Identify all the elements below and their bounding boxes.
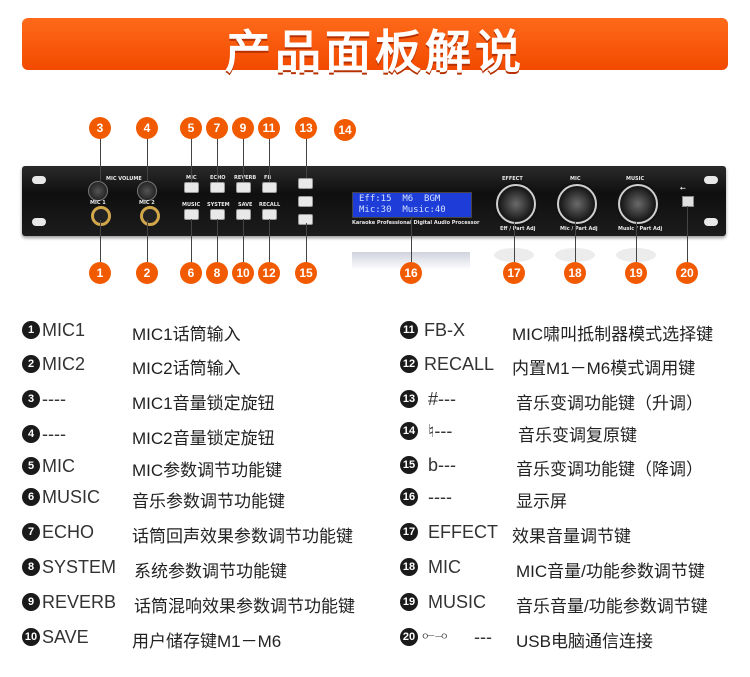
effect-knob-sub: Eff / Part Adj — [500, 226, 536, 232]
rack-ear-hole — [704, 176, 718, 184]
btn-recall-label: RECALL — [259, 202, 281, 208]
callout-line — [514, 222, 515, 262]
mic-knob-label: MIC — [570, 176, 581, 182]
usb-icon: ⟜⊸ — [422, 627, 448, 644]
key-reset-button[interactable] — [298, 196, 313, 207]
callout-line — [100, 138, 101, 182]
callout-badge-3: 3 — [89, 117, 111, 139]
effect-knob-label: EFFECT — [502, 176, 523, 182]
callout-line — [243, 138, 244, 182]
reverb-button[interactable] — [236, 182, 251, 193]
mic2-label: MIC 2 — [139, 200, 155, 206]
mic-volume-label: MIC VOLUME — [106, 176, 142, 182]
callout-badge-8: 8 — [206, 262, 228, 284]
rack-ear-hole — [704, 218, 718, 226]
callout-badge-10: 10 — [232, 262, 254, 284]
callout-line — [269, 138, 270, 182]
callout-badge-16: 16 — [400, 262, 422, 284]
callout-badge-20: 20 — [676, 262, 698, 284]
rack-ear-hole — [32, 176, 46, 184]
callout-line — [100, 220, 101, 262]
callout-badge-1: 1 — [89, 262, 111, 284]
usb-port[interactable] — [682, 196, 694, 207]
btn-fb-label: FB — [264, 175, 272, 181]
banner-bar — [22, 18, 728, 70]
lcd-display: Eff:15 M6 BGM Mic:30 Music:40 — [352, 192, 472, 218]
effect-knob[interactable] — [496, 184, 536, 224]
callout-badge-2: 2 — [136, 262, 158, 284]
callout-line — [243, 219, 244, 262]
callout-line — [191, 219, 192, 262]
mic-knob-sub: Mic / Part Adj — [560, 226, 598, 232]
music-knob-label: MUSIC — [626, 176, 645, 182]
key-up-button[interactable] — [298, 178, 313, 189]
btn-music-label: MUSIC — [182, 202, 201, 208]
callout-line — [217, 219, 218, 262]
mic1-volume-knob[interactable] — [88, 181, 108, 201]
callout-line — [147, 138, 148, 182]
banner: 产品面板解说 — [0, 0, 750, 90]
mic1-label: MIC 1 — [90, 200, 106, 206]
fb-button[interactable] — [262, 182, 277, 193]
mic2-input-jack[interactable] — [140, 206, 160, 226]
callout-badge-15: 15 — [295, 262, 317, 284]
music-knob[interactable] — [618, 184, 658, 224]
callout-badge-13: 13 — [295, 117, 317, 139]
callout-badge-11: 11 — [258, 117, 280, 139]
callout-line — [306, 138, 307, 178]
mic-button[interactable] — [184, 182, 199, 193]
callout-line — [269, 219, 270, 262]
callout-line — [411, 216, 412, 262]
callout-badge-7: 7 — [206, 117, 228, 139]
lcd-line-1: Eff:15 M6 BGM — [359, 194, 441, 204]
page-title: 产品面板解说 — [225, 25, 525, 79]
callout-line — [306, 223, 307, 263]
callout-line — [147, 220, 148, 262]
mic2-volume-knob[interactable] — [137, 181, 157, 201]
echo-button[interactable] — [210, 182, 225, 193]
btn-system-label: SYSTEM — [207, 202, 230, 208]
key-down-button[interactable] — [298, 214, 313, 225]
rack-ear-hole — [32, 218, 46, 226]
music-knob-sub: Music / Part Adj — [618, 226, 663, 232]
callout-badge-19: 19 — [625, 262, 647, 284]
brand-text: Karaoke Professional Digital Audio Proce… — [352, 220, 480, 226]
callout-badge-9: 9 — [232, 117, 254, 139]
btn-reverb-label: REVERB — [234, 175, 257, 181]
callout-badge-18: 18 — [564, 262, 586, 284]
callout-line — [687, 206, 688, 262]
callout-badge-17: 17 — [503, 262, 525, 284]
callout-line — [575, 222, 576, 262]
usb-symbol-icon: ⭠ — [680, 184, 686, 192]
callout-badge-14: 14 — [334, 119, 356, 141]
callout-badge-4: 4 — [136, 117, 158, 139]
callout-line — [217, 138, 218, 182]
lcd-line-2: Mic:30 Music:40 — [359, 205, 446, 215]
callout-badge-6: 6 — [180, 262, 202, 284]
callout-badge-5: 5 — [180, 117, 202, 139]
btn-save-label: SAVE — [238, 202, 253, 208]
mic1-input-jack[interactable] — [91, 206, 111, 226]
mic-knob[interactable] — [557, 184, 597, 224]
callout-line — [191, 138, 192, 182]
callout-line — [636, 222, 637, 262]
callout-badge-12: 12 — [258, 262, 280, 284]
